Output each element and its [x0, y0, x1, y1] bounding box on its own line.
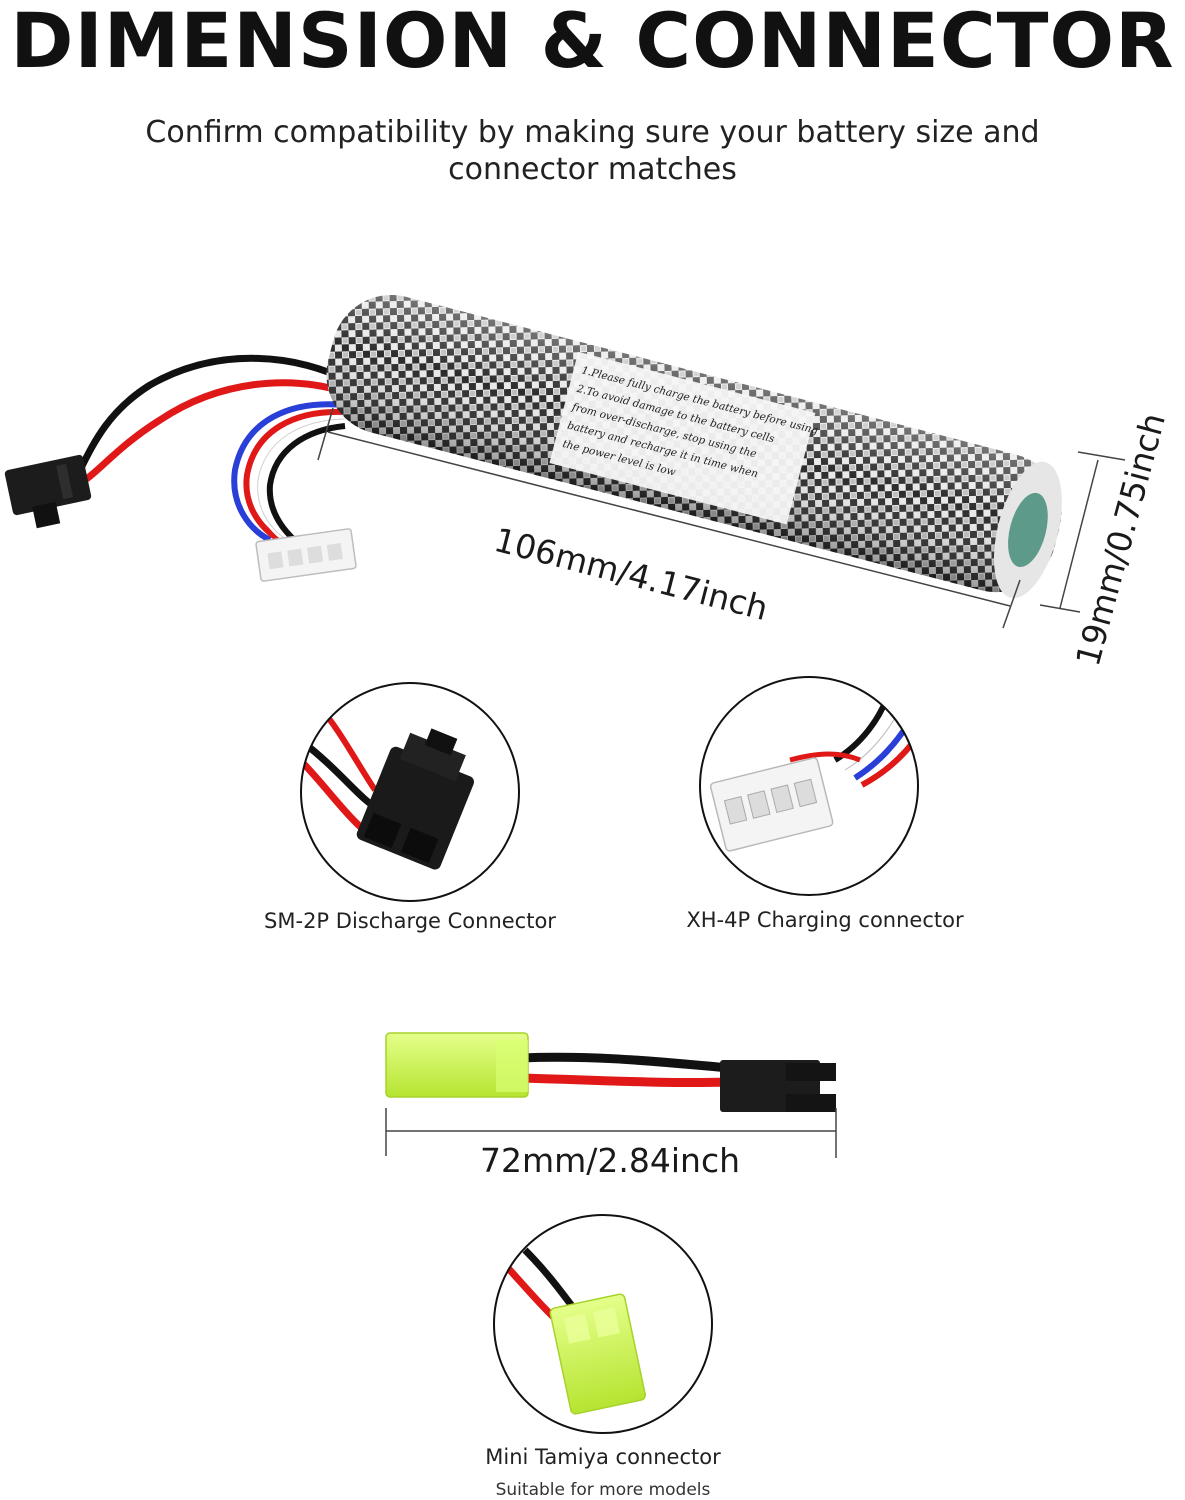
- battery-wires: [76, 354, 352, 548]
- battery-tube: [326, 295, 1062, 599]
- tamiya-caption: Mini Tamiya connector: [485, 1445, 721, 1469]
- tamiya-to-sm-adapter: [385, 1032, 836, 1112]
- page-title: DIMENSION & CONNECTOR: [10, 0, 1175, 85]
- sm2p-connector-icon: [4, 454, 92, 529]
- tamiya-sub-caption: Suitable for more models: [495, 1480, 711, 1500]
- xh4p-closeup: [699, 676, 919, 896]
- adapter-length-label: 72mm/2.84inch: [479, 1141, 741, 1180]
- adapter-length-dimension: [385, 1108, 837, 1158]
- xh4p-connector-icon: [255, 528, 357, 582]
- sm2p-closeup: [300, 682, 520, 902]
- tamiya-closeup: [493, 1214, 713, 1434]
- sm2p-caption: SM-2P Discharge Connector: [264, 909, 556, 933]
- battery-warning-label: [549, 351, 816, 525]
- xh4p-caption: XH-4P Charging connector: [686, 908, 964, 932]
- battery-length-dimension: [317, 407, 1021, 629]
- page-subtitle: Confirm compatibility by making sure you…: [145, 115, 1040, 187]
- battery-diameter-dimension: [1039, 451, 1126, 613]
